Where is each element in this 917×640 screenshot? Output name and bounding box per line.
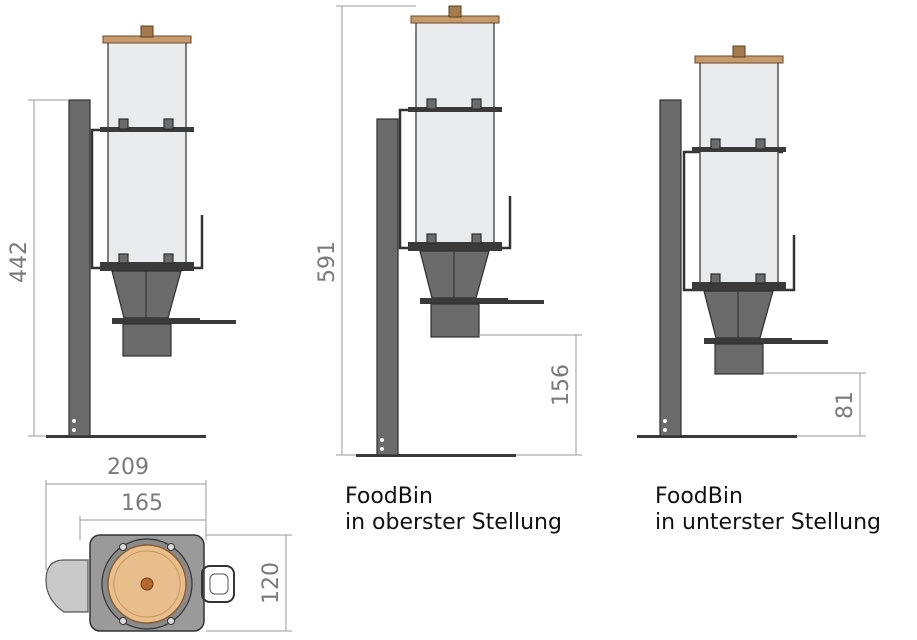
top-view-bolt xyxy=(119,543,127,551)
top-outer-width-label: 209 xyxy=(107,455,149,480)
right-outlet-pipe xyxy=(714,343,764,375)
middle-base-plate xyxy=(356,454,516,457)
middle-slide-plate xyxy=(420,298,508,304)
middle-assembly: 591 156 xyxy=(315,5,582,457)
middle-outlet-pipe xyxy=(430,303,480,338)
caption-top-title: FoodBin xyxy=(345,484,433,509)
middle-container-tube xyxy=(415,19,495,246)
caption-top-subtitle: in oberster Stellung xyxy=(345,510,562,535)
middle-flange xyxy=(408,242,502,251)
middle-slide-handle xyxy=(504,300,544,304)
top-depth-label: 120 xyxy=(259,562,284,604)
left-assembly: 442 xyxy=(7,25,236,438)
right-lid-knob xyxy=(732,45,746,58)
left-lid-knob xyxy=(140,25,154,38)
right-base-plate xyxy=(637,435,797,438)
caption-bottom-position: FoodBin in unterster Stellung xyxy=(655,484,881,536)
right-slide-handle xyxy=(788,340,828,344)
left-stand-post xyxy=(68,99,91,437)
caption-bottom-title: FoodBin xyxy=(655,484,743,509)
caption-top-position: FoodBin in oberster Stellung xyxy=(345,484,562,536)
left-outlet-pipe xyxy=(122,323,172,357)
right-container-tube xyxy=(699,59,779,286)
middle-stand-post xyxy=(376,118,399,456)
top-view-mount-tab xyxy=(45,559,89,613)
left-container-tube xyxy=(107,39,187,266)
left-slide-plate xyxy=(112,318,200,324)
right-slide-plate xyxy=(704,338,792,344)
middle-offset-label: 156 xyxy=(549,364,574,406)
right-stand-post xyxy=(659,99,682,437)
top-inner-width-label: 165 xyxy=(121,491,163,516)
top-view-bolt xyxy=(119,617,127,625)
right-offset-label: 81 xyxy=(833,391,858,419)
top-view-bolt xyxy=(167,617,175,625)
top-view: 209 165 120 xyxy=(45,455,292,632)
left-base-plate xyxy=(46,435,206,438)
top-view-bolt xyxy=(167,543,175,551)
left-flange xyxy=(100,262,194,271)
top-view-lid-knob xyxy=(140,577,154,591)
right-flange xyxy=(692,282,786,291)
middle-lid-knob xyxy=(448,5,462,18)
right-assembly: 81 xyxy=(637,45,866,438)
caption-bottom-subtitle: in unterster Stellung xyxy=(655,510,882,535)
left-slide-handle xyxy=(196,320,236,324)
left-height-label: 442 xyxy=(7,241,32,283)
top-view-slide-handle xyxy=(201,565,235,603)
middle-height-label: 591 xyxy=(315,241,340,283)
